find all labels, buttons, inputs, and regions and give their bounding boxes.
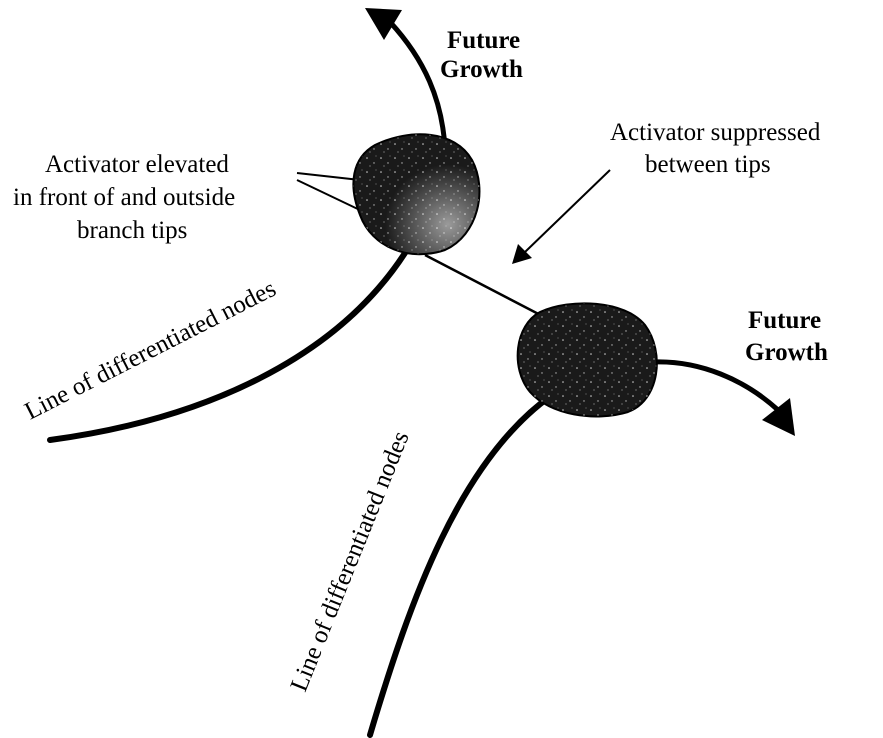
activator-elevated-label-3: branch tips (77, 217, 187, 244)
left-branch-line (47, 242, 413, 443)
right-growth-arrowhead (762, 398, 795, 436)
top-growth-arrow-line (388, 20, 448, 149)
activator-elevated-label-1: Activator elevated (45, 151, 229, 178)
label-pointer-line-1 (296, 172, 361, 181)
tip-connector-line (424, 253, 551, 322)
activator-elevated-label-2: in front of and outside (13, 184, 235, 211)
suppressed-arrow-line (524, 169, 611, 253)
future-growth-right-label-2: Growth (745, 339, 828, 366)
future-growth-top-label-1: Future (447, 27, 520, 54)
activator-suppressed-label-2: between tips (645, 151, 771, 178)
future-growth-top-label-2: Growth (440, 56, 523, 83)
activator-suppressed-label-1: Activator suppressed (610, 119, 821, 146)
right-growth-arrow-line (651, 359, 780, 412)
future-growth-right-label-1: Future (748, 307, 821, 334)
line-of-nodes-left-label: Line of differentiated nodes (20, 275, 280, 425)
top-growth-arrowhead (365, 8, 402, 40)
suppressed-arrowhead (512, 244, 532, 264)
right-branch-line (367, 392, 555, 738)
